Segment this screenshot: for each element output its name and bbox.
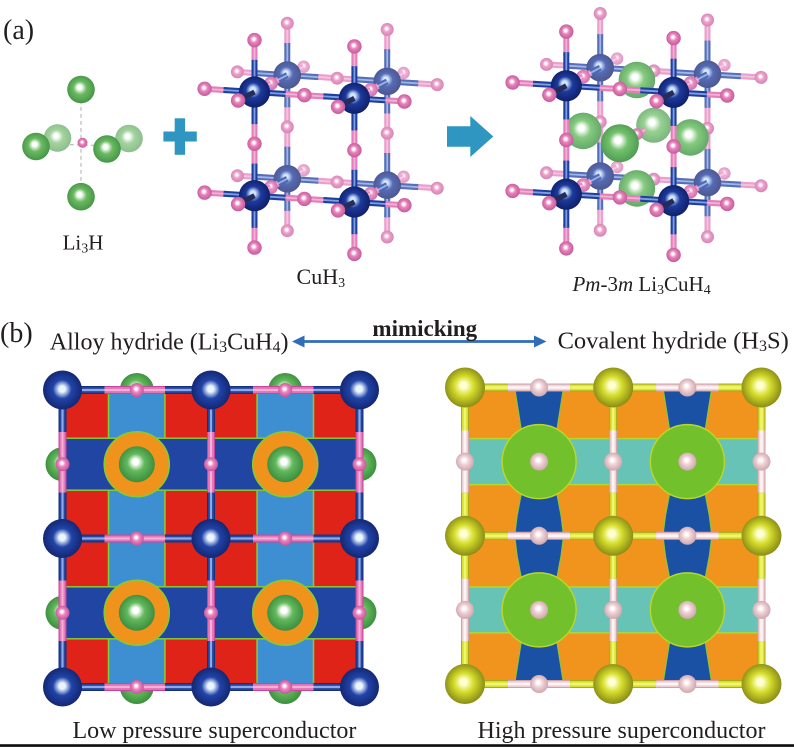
svg-text:Alloy hydride (Li3CuH4): Alloy hydride (Li3CuH4): [50, 329, 289, 356]
svg-text:(a): (a): [3, 15, 34, 46]
svg-text:Covalent hydride (H3S): Covalent hydride (H3S): [558, 327, 789, 355]
svg-text:Li3H: Li3H: [63, 231, 104, 257]
svg-text:(b): (b): [0, 318, 33, 349]
svg-text:Pm-3m Li3CuH4: Pm-3m Li3CuH4: [571, 272, 710, 298]
svg-text:CuH3: CuH3: [297, 264, 346, 291]
svg-text:High pressure superconductor: High pressure superconductor: [478, 718, 766, 744]
svg-text:mimicking: mimicking: [372, 316, 477, 341]
svg-text:Low pressure superconductor: Low pressure superconductor: [72, 718, 356, 744]
